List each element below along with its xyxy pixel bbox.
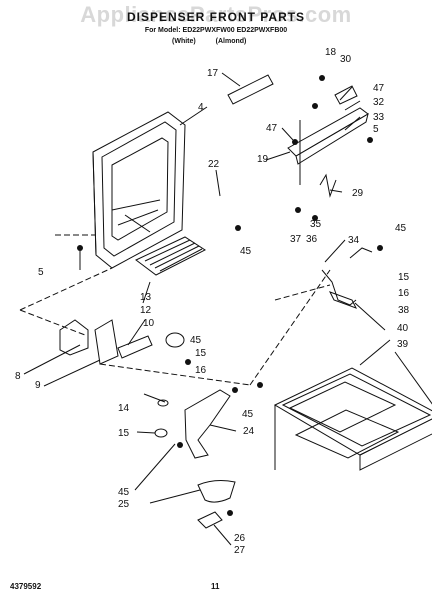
callout: 8 — [15, 371, 21, 382]
callout: 24 — [243, 426, 255, 437]
callout: 37 — [290, 234, 302, 245]
watermark: AppliancePartsPros.com — [80, 2, 352, 27]
callout: 5 — [373, 124, 379, 135]
document-number: 4379592 — [10, 582, 42, 591]
callout: 18 — [325, 47, 337, 58]
page-number: 11 — [211, 582, 220, 591]
callout: 30 — [340, 54, 352, 65]
callout: 36 — [306, 234, 318, 245]
callout: 29 — [352, 188, 364, 199]
callout: 38 — [398, 305, 410, 316]
callout: 35 — [310, 219, 322, 230]
lever-bracket — [287, 85, 369, 185]
callout: 4 — [198, 102, 204, 113]
dispenser-door — [273, 367, 432, 471]
callout: 40 — [397, 323, 409, 334]
dispenser-housing — [92, 111, 186, 269]
color-variants: (White) (Almond) — [172, 38, 247, 45]
callout: 45 — [118, 487, 130, 498]
callout: 14 — [118, 403, 130, 414]
actuator-lever — [321, 247, 373, 309]
callout: 10 — [143, 318, 155, 329]
callout: 12 — [140, 305, 152, 316]
callout: 32 — [373, 97, 385, 108]
lower-lever-parts — [154, 389, 236, 529]
drip-grille — [135, 236, 206, 276]
callout: 45 — [395, 223, 407, 234]
left-dispenser-parts — [59, 319, 185, 365]
callout: 17 — [207, 68, 219, 79]
callout: 26 — [234, 533, 246, 544]
callout: 45 — [242, 409, 254, 420]
top-trim — [227, 74, 274, 105]
callout: 15 — [118, 428, 130, 439]
callout: 5 — [38, 267, 44, 278]
switch-wire — [319, 173, 337, 198]
callout-labels: 17 18 30 4 47 32 33 47 5 22 19 29 35 45 … — [15, 47, 410, 556]
callout: 47 — [373, 83, 385, 94]
callout: 45 — [240, 246, 252, 257]
callout: 39 — [397, 339, 409, 350]
callout: 33 — [373, 112, 385, 123]
leader-lines — [23, 72, 432, 546]
callout: 13 — [140, 292, 152, 303]
model-subtitle: For Model: ED22PWXFW00 ED22PWXFB00 — [144, 27, 288, 34]
callout: 25 — [118, 499, 130, 510]
callout: 15 — [195, 348, 207, 359]
callout: 15 — [398, 272, 410, 283]
callout: 16 — [195, 365, 207, 376]
construction-lines — [19, 234, 331, 386]
callout: 34 — [348, 235, 360, 246]
callout: 19 — [257, 154, 269, 165]
callout: 47 — [266, 123, 278, 134]
callout: 27 — [234, 545, 246, 556]
callout: 45 — [190, 335, 202, 346]
diagram-title: DISPENSER FRONT PARTS — [126, 10, 306, 24]
callout: 16 — [398, 288, 410, 299]
callout: 22 — [208, 159, 220, 170]
callout: 9 — [35, 380, 41, 391]
fasteners — [77, 75, 383, 516]
